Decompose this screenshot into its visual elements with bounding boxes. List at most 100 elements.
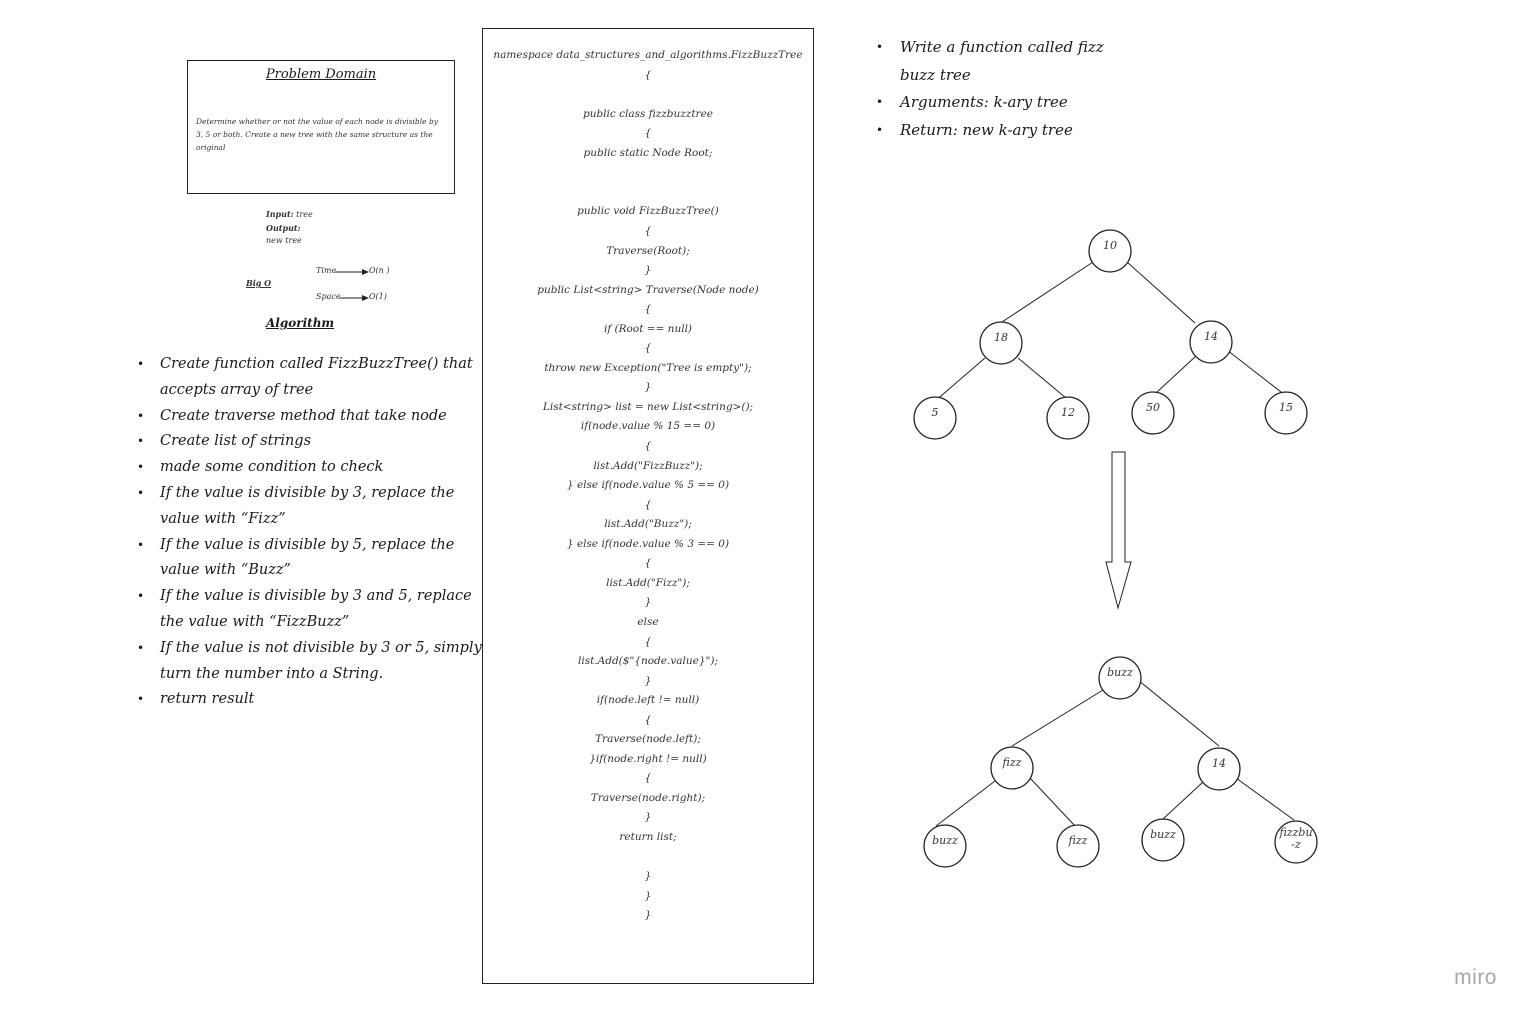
node-label: 5 (932, 406, 939, 419)
requirement-item: Return: new k-ary tree (876, 117, 1136, 145)
edge (1017, 357, 1067, 399)
code-line: { (644, 224, 652, 237)
code-line: { (644, 713, 652, 726)
output-tree-root-node: buzz (1098, 656, 1142, 700)
node-label: fizz (1068, 834, 1088, 847)
code-line: { (644, 498, 652, 511)
code-line: { (644, 557, 652, 570)
input-tree-node: 15 (1264, 391, 1308, 435)
node-label: 50 (1146, 401, 1160, 414)
code-line: } (644, 909, 652, 922)
edge (1011, 689, 1104, 747)
code-line: if(node.value % 15 == 0) (580, 420, 716, 433)
code-line: else (637, 615, 659, 628)
time-value: O(n ) (369, 266, 390, 275)
code-line: } (644, 870, 652, 883)
edge (1029, 777, 1076, 827)
output-tree-node: 14 (1197, 747, 1241, 791)
node-label: 15 (1279, 401, 1293, 414)
code-line: public void FizzBuzzTree() (577, 205, 719, 218)
problem-domain-title: Problem Domain (265, 67, 377, 82)
edge (1137, 679, 1220, 747)
code-line: } else if(node.value % 5 == 0) (566, 479, 730, 492)
algorithm-step: made some condition to check (137, 455, 482, 481)
code-line: } else if(node.value % 3 == 0) (566, 537, 730, 550)
code-line: list.Add("Buzz"); (604, 518, 692, 531)
code-line: if (Root == null) (603, 322, 693, 335)
algorithm-step: Create list of strings (137, 429, 482, 455)
output-row: Output: (266, 223, 301, 233)
code-line: Traverse(node.right); (590, 791, 706, 804)
code-line: } (644, 674, 652, 687)
node-label: 18 (994, 331, 1008, 344)
space-arrow-head (362, 295, 369, 301)
output-tree-node: buzz (923, 824, 967, 868)
output-tree-node: fizz (990, 746, 1034, 790)
output-label: Output: (266, 223, 301, 233)
code-line: }if(node.right != null) (589, 752, 707, 765)
output-value: new tree (266, 236, 302, 245)
algorithm-step: If the value is divisible by 3, replace … (137, 481, 482, 533)
node-label: fizzbu (1278, 826, 1312, 839)
input-tree-node: 14 (1189, 320, 1233, 364)
node-label: 12 (1061, 406, 1075, 419)
node-label: fizz (1002, 756, 1022, 769)
code-line: { (644, 303, 652, 316)
code-line: namespace data_structures_and_algorithms… (493, 49, 803, 61)
requirements-list: Write a function called fizz buzz treeAr… (876, 34, 1136, 144)
code-line: list.Add("FizzBuzz"); (593, 459, 703, 472)
algorithm-step: Create function called FizzBuzzTree() th… (137, 352, 482, 404)
code-line: if(node.left != null) (596, 694, 700, 707)
node-label: buzz (932, 834, 958, 847)
edge (1235, 777, 1295, 821)
algorithm-step: return result (137, 687, 482, 713)
requirement-item: Arguments: k-ary tree (876, 89, 1136, 117)
input-value: tree (296, 210, 313, 219)
code-line: { (644, 772, 652, 785)
code-line: } (644, 596, 652, 609)
code-line: { (644, 127, 652, 140)
edge (935, 780, 996, 827)
algorithm-step: If the value is not divisible by 3 or 5,… (137, 636, 482, 688)
code-line: public List<string> Traverse(Node node) (537, 283, 759, 296)
edge (933, 357, 986, 403)
code-line: throw new Exception("Tree is empty"); (544, 361, 752, 374)
input-tree-node: 18 (979, 321, 1023, 365)
code-line: public class fizzbuzztree (582, 107, 714, 120)
input-tree-root-node: 10 (1088, 229, 1132, 273)
transform-arrow (1105, 451, 1132, 610)
code-line: } (644, 811, 652, 824)
requirement-item: Write a function called fizz buzz tree (876, 34, 1136, 89)
code-line: { (644, 440, 652, 452)
input-label: Input: (266, 209, 294, 219)
code-line: Traverse(node.left); (595, 733, 701, 746)
input-tree-node: 12 (1046, 396, 1090, 440)
edge (1226, 349, 1282, 393)
code-line: } (644, 889, 652, 902)
edge (1126, 261, 1196, 324)
time-arrow-head (362, 269, 369, 275)
code-line: { (644, 68, 652, 81)
algorithm-steps-list: Create function called FizzBuzzTree() th… (137, 352, 482, 713)
node-label: 14 (1204, 330, 1218, 343)
output-tree-node: buzz (1141, 818, 1185, 862)
edge (1162, 781, 1204, 820)
edge (1001, 261, 1094, 323)
output-tree-node: fizz (1056, 824, 1100, 868)
code-line: { (644, 635, 652, 648)
space-label: Space (316, 292, 341, 301)
code-line: { (644, 342, 652, 355)
node-label: 14 (1212, 757, 1226, 770)
input-tree-node: 50 (1131, 391, 1175, 435)
edge (1156, 355, 1197, 393)
miro-logo: miro (1454, 966, 1497, 989)
node-label: -z (1291, 838, 1301, 851)
algorithm-step: Create traverse method that take node (137, 404, 482, 430)
node-label: buzz (1150, 828, 1176, 841)
algorithm-step: If the value is divisible by 3 and 5, re… (137, 584, 482, 636)
algorithm-step: If the value is divisible by 5, replace … (137, 533, 482, 585)
time-label: Time (316, 266, 337, 275)
node-label: 10 (1103, 239, 1117, 252)
